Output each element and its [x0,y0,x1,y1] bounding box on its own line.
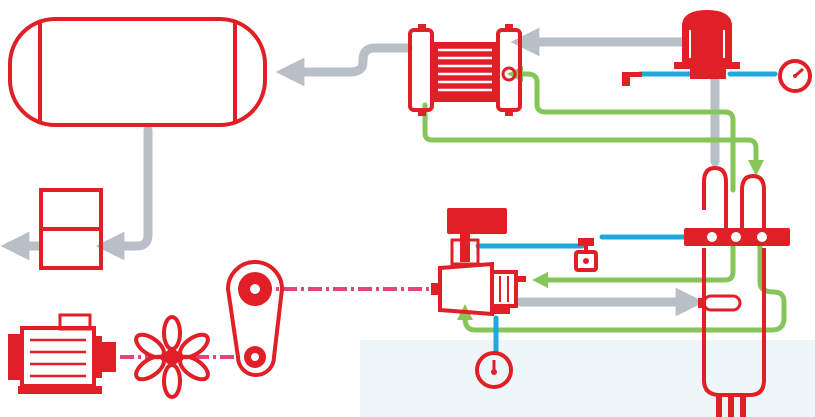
pressure-gauge-icon [778,59,812,93]
pressure-gauge-icon [475,351,513,389]
horizontal-tank-icon [8,17,267,127]
air-line-to-dryer [95,125,153,261]
separator-tank-icon [684,165,790,417]
fan-icon [134,315,210,399]
air-line-to-tank [275,43,413,87]
screw-compressor-icon [431,208,526,317]
oil-line-separator-to-cooler [506,65,736,193]
background-panel [360,340,815,417]
motor-icon [8,313,116,394]
oil-line-return-loop [456,242,787,333]
oil-line-cooler-to-separator [422,102,765,177]
dryer-box-icon [39,188,103,270]
heat-exchanger-icon [408,24,522,116]
oil-line-to-compressor [531,242,736,289]
cylinder-housing-icon [622,10,740,86]
small-valve-icon [574,238,598,272]
belt-pulley-icon [225,260,285,377]
